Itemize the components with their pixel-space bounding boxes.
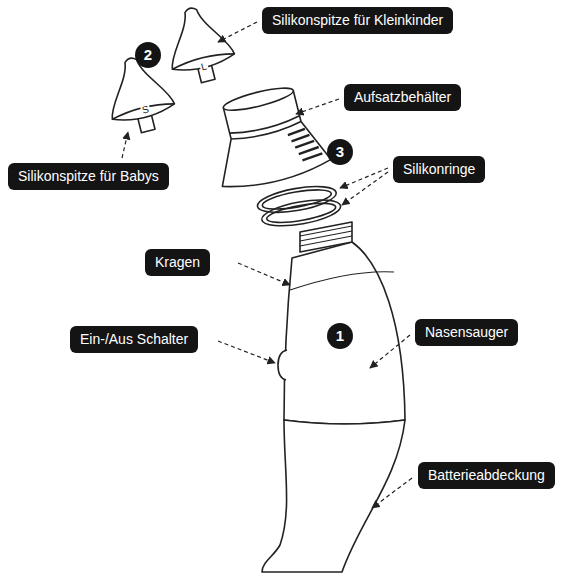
- leader-line: [218, 22, 257, 42]
- aspirator-body: [262, 222, 405, 572]
- tip-body: [159, 0, 236, 75]
- part-label: Ein-/Aus Schalter: [70, 326, 198, 353]
- container-top: [222, 84, 295, 115]
- battery-cover-shape: [262, 420, 405, 572]
- leader-line: [340, 168, 388, 188]
- part-label: Aufsatzbehälter: [344, 84, 461, 111]
- callout-number: 3: [327, 139, 353, 165]
- leader-line: [370, 335, 410, 368]
- leader-line: [372, 478, 412, 508]
- leader-line: [238, 263, 290, 285]
- silicone-rings: [256, 181, 343, 231]
- ring: [265, 199, 337, 226]
- toddler-tip: [159, 0, 239, 88]
- callout-number: 2: [135, 42, 161, 68]
- collar-line: [290, 272, 394, 290]
- callout-number: 1: [327, 323, 353, 349]
- part-label: Silikonringe: [393, 156, 485, 183]
- leader-line: [342, 172, 388, 205]
- leader-line: [296, 99, 339, 114]
- part-label: Silikonspitze für Babys: [8, 163, 169, 190]
- part-label: Silikonspitze für Kleinkinder: [262, 7, 453, 34]
- power-switch: [278, 350, 287, 380]
- container-vents: [287, 126, 322, 162]
- leader-line: [122, 132, 128, 158]
- thread-ribs: [300, 226, 352, 246]
- part-label: Kragen: [145, 249, 210, 276]
- ring: [260, 195, 343, 231]
- part-label: Batterieabdeckung: [418, 462, 555, 489]
- attachment-container: [202, 79, 333, 194]
- part-label: Nasensauger: [415, 319, 518, 346]
- thread-neck: [300, 222, 352, 252]
- leader-line: [218, 341, 275, 363]
- tip-rim: [111, 100, 174, 119]
- body-upper: [284, 242, 405, 424]
